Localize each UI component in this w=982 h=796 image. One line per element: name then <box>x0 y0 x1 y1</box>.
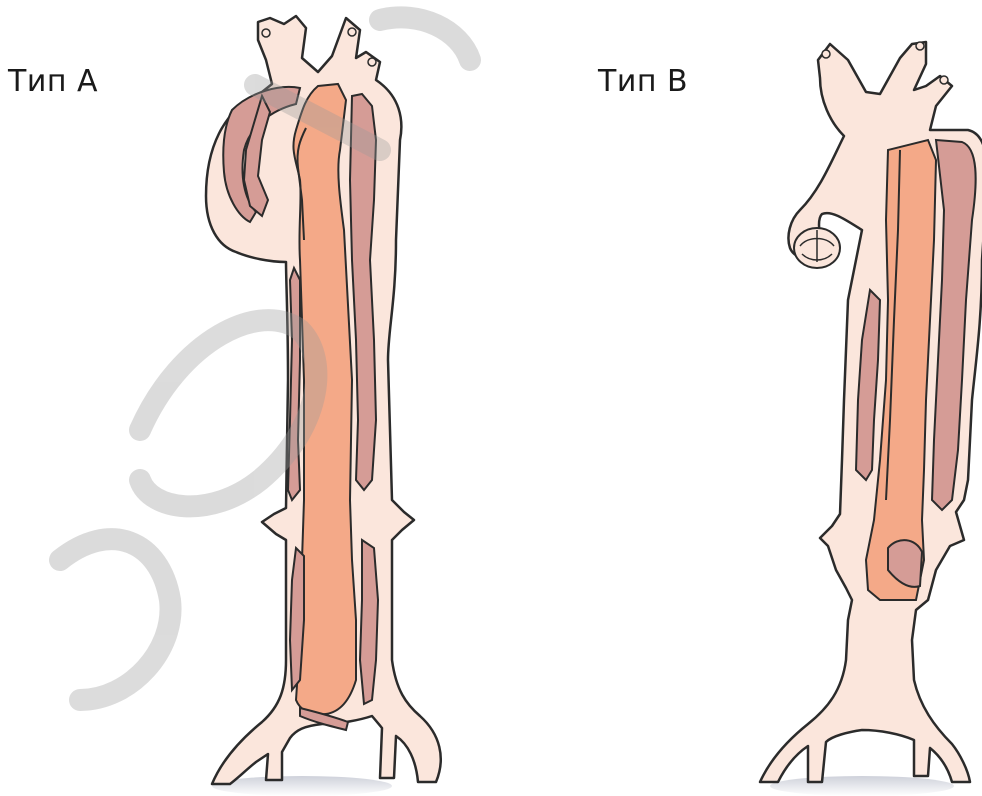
aorta-type-b <box>760 42 982 796</box>
branch-ostium-2-type-a <box>348 28 356 36</box>
shadow-type-b <box>770 776 954 796</box>
branch-ostium-2-type-b <box>916 42 924 50</box>
branch-ostium-1-type-b <box>822 50 830 58</box>
branch-ostium-3-type-a <box>368 58 376 66</box>
aorta-type-a <box>206 16 441 796</box>
shadow-type-a <box>212 776 392 796</box>
branch-ostium-3-type-b <box>940 76 948 84</box>
branch-ostium-1-type-a <box>262 29 270 37</box>
